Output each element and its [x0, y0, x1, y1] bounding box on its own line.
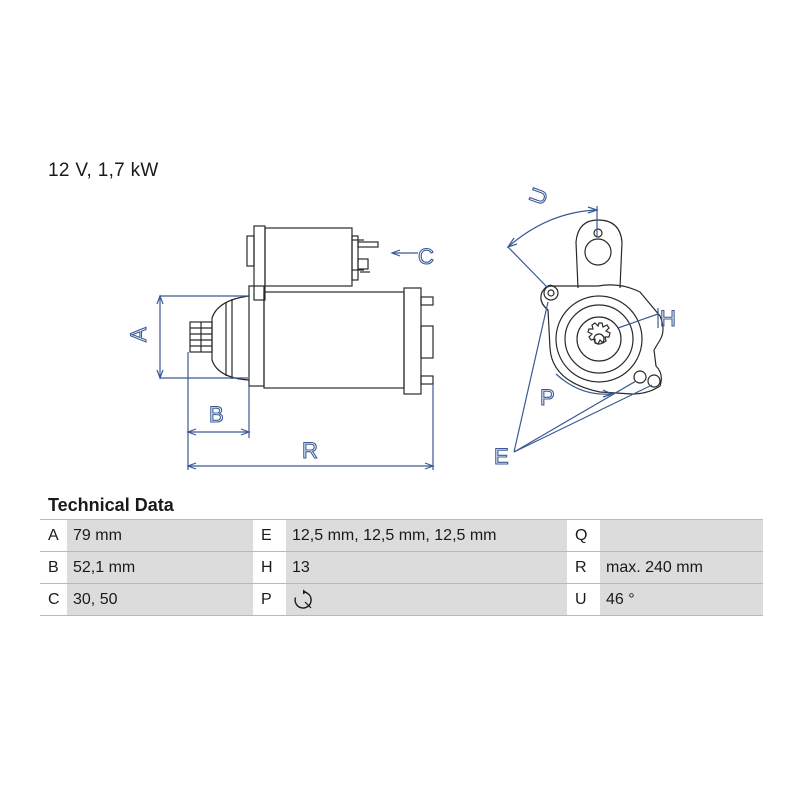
- starter-side-view: [189, 225, 434, 395]
- spec-key: C: [40, 583, 67, 616]
- spec-key: P: [253, 583, 286, 616]
- technical-data-table: A 79 mm E 12,5 mm, 12,5 mm, 12,5 mm Q B …: [40, 519, 763, 616]
- spec-key: U: [567, 583, 600, 616]
- spec-value: 30, 50: [67, 583, 253, 616]
- label-a: A: [126, 327, 151, 342]
- spec-key: Q: [567, 519, 600, 552]
- spec-key: A: [40, 519, 67, 552]
- spec-key: E: [253, 519, 286, 552]
- table-row: C 30, 50 P U 46 °: [40, 583, 763, 616]
- spec-value: 52,1 mm: [67, 551, 253, 584]
- label-c: C: [418, 244, 434, 269]
- spec-value: 46 °: [600, 583, 763, 616]
- label-b: B: [209, 402, 224, 427]
- label-u: U: [524, 184, 553, 207]
- label-r: R: [302, 438, 318, 463]
- starter-motor-drawing: A B R C U H P E: [125, 184, 676, 470]
- spec-value: max. 240 mm: [600, 551, 763, 584]
- front-view-annotations: [506, 206, 659, 453]
- spec-key: H: [253, 551, 286, 584]
- spec-value: [286, 583, 567, 616]
- clockwise-rotation-icon: [294, 589, 312, 609]
- table-row: A 79 mm E 12,5 mm, 12,5 mm, 12,5 mm Q: [40, 519, 763, 552]
- spec-value: 79 mm: [67, 519, 253, 552]
- label-h: H: [660, 306, 676, 331]
- dimension-lines: [156, 249, 435, 470]
- spec-value: [600, 519, 763, 552]
- technical-data-title: Technical Data: [48, 495, 174, 515]
- starter-front-view: [540, 219, 664, 395]
- spec-key: B: [40, 551, 67, 584]
- spec-value: 12,5 mm, 12,5 mm, 12,5 mm: [286, 519, 567, 552]
- spec-key: R: [567, 551, 600, 584]
- spec-value: 13: [286, 551, 567, 584]
- label-p: P: [540, 385, 555, 410]
- product-spec-subtitle: 12 V, 1,7 kW: [48, 160, 159, 181]
- label-e: E: [494, 444, 509, 469]
- table-row: B 52,1 mm H 13 R max. 240 mm: [40, 551, 763, 584]
